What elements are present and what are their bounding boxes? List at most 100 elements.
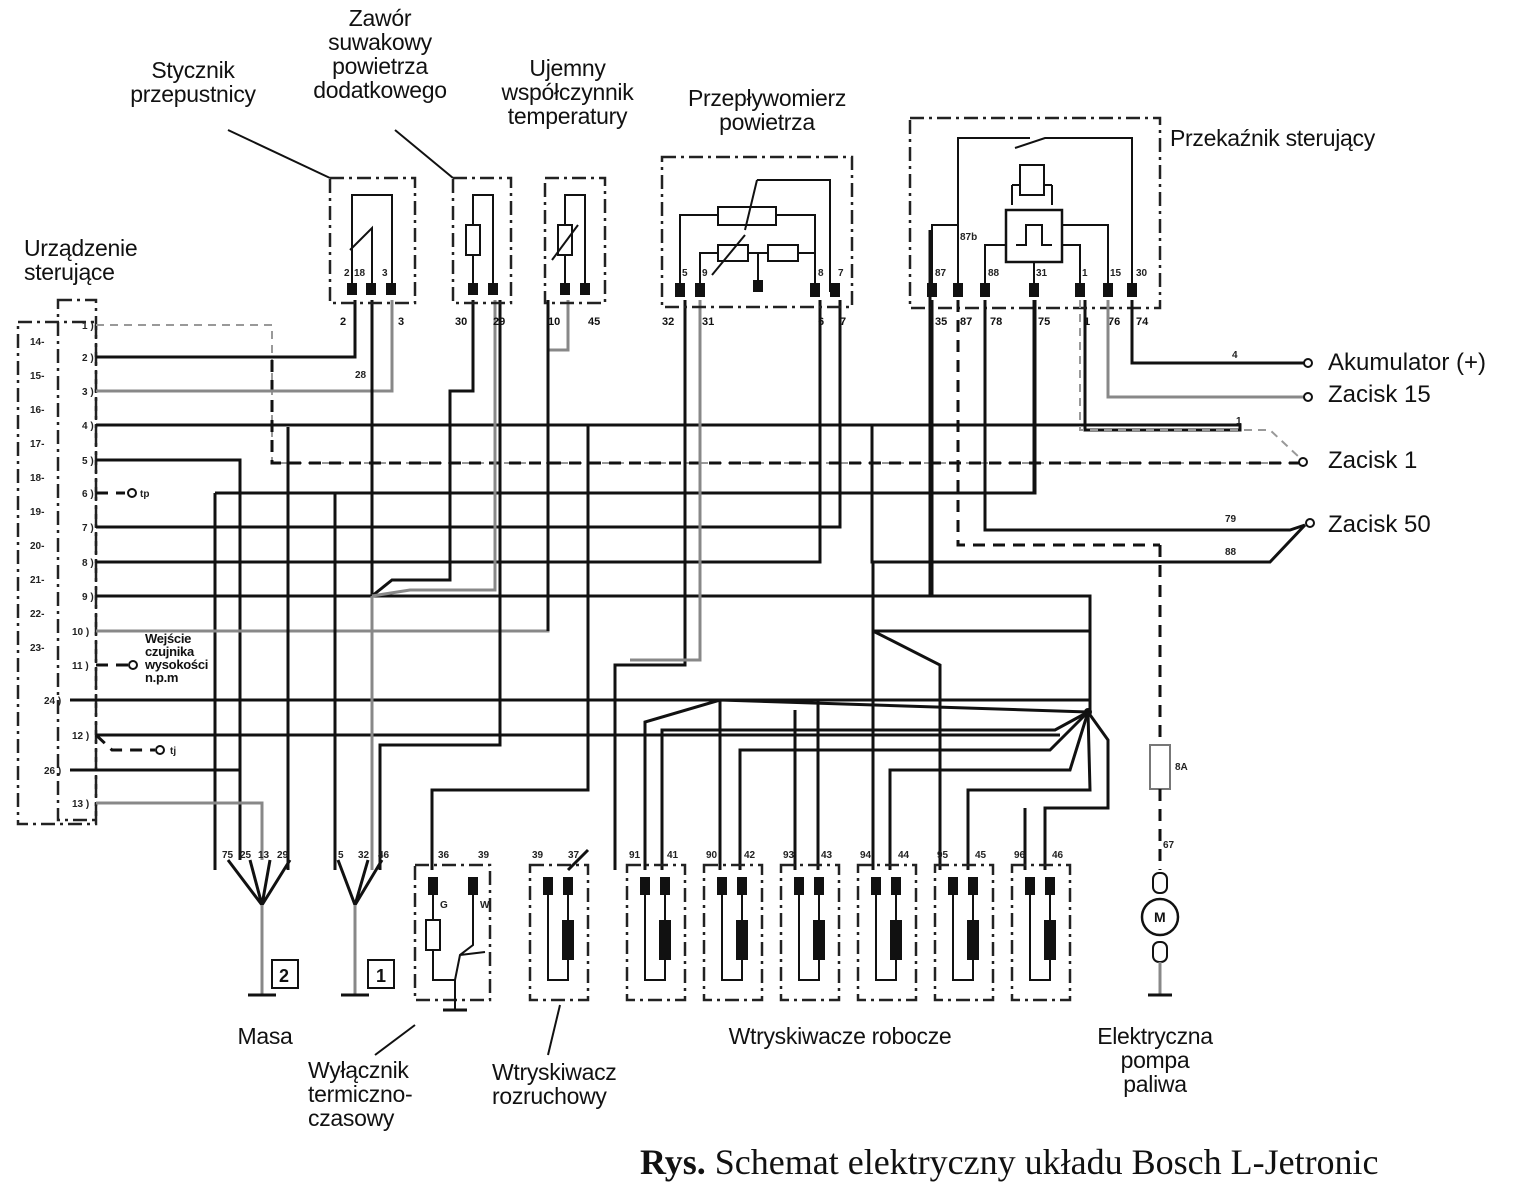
cu-pin-16: 16- [30,405,44,416]
injector-pin: 94 [860,850,872,861]
injector-pin: 45 [975,850,987,861]
wire-afm-bridge [871,562,1092,710]
svg-text:45: 45 [588,316,600,328]
figure-caption: Rys. Schemat elektryczny układu Bosch L-… [640,1140,1379,1184]
injector-pin: 42 [744,850,756,861]
svg-text:1: 1 [1084,316,1090,328]
cu-pin-14: 14- [30,337,44,348]
svg-text:29: 29 [493,316,505,328]
cu-pin-23: 23- [30,643,44,654]
svg-text:M: M [1154,909,1166,925]
svg-text:5: 5 [682,268,688,279]
wire-pin26 [70,768,242,860]
wire-t50-79 [983,300,1306,532]
cu-pin-8: 8 ) [82,558,94,569]
wire-afm-32 [613,300,687,870]
svg-text:10: 10 [548,316,560,328]
wire-pin10 [96,300,570,633]
label-thermo-time-switch: Wyłącznik termiczno- czasowy [308,1057,413,1131]
svg-text:6: 6 [818,316,824,328]
terminal-50: Zacisk 50 [1328,511,1431,538]
svg-text:3: 3 [398,316,404,328]
svg-text:4: 4 [1232,350,1238,361]
svg-text:7: 7 [838,268,844,279]
svg-text:8A: 8A [1175,762,1188,773]
label-ground: Masa [237,1023,293,1049]
label-throttle-switch: Stycznik przepustnicy [130,57,256,107]
terminal-1: Zacisk 1 [1328,447,1418,474]
cu-pin-19: 19- [30,507,44,518]
control-unit-pins: 1 )2 )3 )4 )5 )6 )7 )8 )9 )10 )11 )24 )1… [30,321,94,810]
svg-text:37: 37 [568,850,580,861]
injector-harness [643,631,1110,870]
control-unit-inner-box [56,298,98,822]
cu-pin-12: 12 ) [72,731,89,742]
svg-text:15: 15 [1110,268,1122,279]
svg-text:3: 3 [382,268,388,279]
inj-wire-1a [643,698,1089,870]
cu-pin-4: 4 ) [82,421,94,432]
svg-text:67: 67 [1163,840,1175,851]
svg-text:88: 88 [1225,547,1237,558]
svg-text:39: 39 [478,850,490,861]
wire-afm-diag [872,629,942,870]
label-altitude-sensor: Wejście czujnika wysokości n.p.m [145,631,209,685]
svg-text:25: 25 [240,850,252,861]
wire-temp-45 [430,425,590,870]
wire-t15 [1106,300,1305,399]
wire-pin8 [96,300,822,564]
injector-pin: 41 [667,850,679,861]
injector-pin: 90 [706,850,718,861]
wire-pin1-dashed [270,360,1300,465]
cu-pin-7: 7 ) [82,523,94,534]
svg-text:75: 75 [1038,316,1050,328]
cu-pin-17: 17- [30,439,44,450]
wire-relay-87-dash [956,300,1160,547]
svg-text:tj: tj [170,746,176,757]
svg-text:8: 8 [818,268,824,279]
wire-pin4 [96,300,1242,432]
injector-pin: 93 [783,850,795,861]
svg-text:30: 30 [1136,268,1148,279]
svg-text:78: 78 [990,316,1002,328]
cu-pin-24: 24 ) [44,696,61,707]
svg-text:76: 76 [1108,316,1120,328]
wire-auxair-30 [370,300,475,600]
cu-pin-22: 22- [30,609,44,620]
svg-text:39: 39 [532,850,544,861]
injector-pin: 43 [821,850,833,861]
motor-icon [1140,897,1180,937]
inj-wire-6 [1043,711,1110,870]
svg-text:87: 87 [960,316,972,328]
cu-pin-1: 1 ) [82,321,94,332]
inj-wire-5 [966,711,1092,870]
wire-auxair-29 [371,300,497,598]
injector-1: 91 41 [625,850,687,1002]
svg-text:5: 5 [338,850,344,861]
wire-pin5 [96,458,242,800]
control-unit [16,298,98,826]
svg-text:75: 75 [222,850,234,861]
svg-text:87: 87 [935,268,947,279]
svg-text:tp: tp [140,489,149,500]
injector-pin: 44 [898,850,910,861]
caption-text: Schemat elektryczny układu Bosch L-Jetro… [714,1142,1379,1182]
cu-pin-26: 26 ) [44,766,61,777]
svg-text:30: 30 [455,316,467,328]
injector-pin: 91 [629,850,641,861]
wire-pin-12-down [378,300,502,870]
cu-pin-15: 15- [30,371,44,382]
injector-3: 93 43 [779,850,841,1002]
component-feed-wires [286,300,1092,870]
wire-pin2 [96,300,357,359]
cu-pin-21: 21- [30,575,44,586]
temperature-sensor: 10 45 [543,176,607,328]
label-cold-start-injector: Wtryskiwacz rozruchowy [492,1059,617,1109]
injector-4: 94 44 [856,850,918,1002]
cu-pin-2: 2 ) [82,353,94,364]
